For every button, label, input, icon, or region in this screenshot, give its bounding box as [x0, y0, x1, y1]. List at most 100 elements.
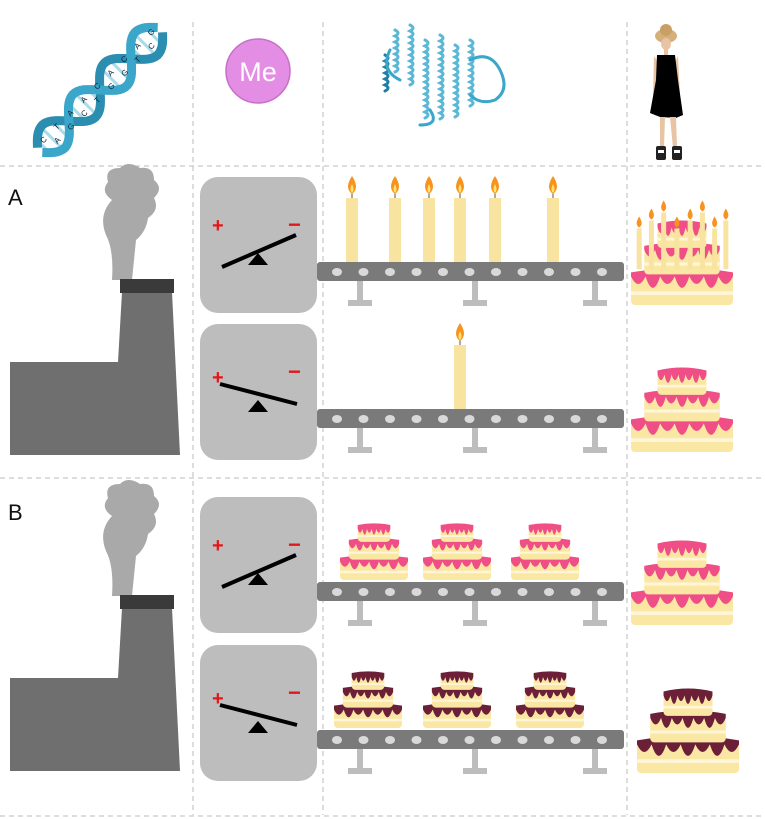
- conveyor-leg: [357, 748, 363, 772]
- row-A-high: +−: [200, 176, 733, 313]
- seesaw-beam: [219, 382, 298, 406]
- conveyor-roller: [464, 268, 475, 276]
- conveyor-roller: [544, 588, 554, 596]
- conveyor-roller: [385, 736, 395, 744]
- regulation-seesaw: +−: [200, 645, 317, 781]
- conveyor-foot: [463, 768, 487, 774]
- conveyor-foot: [348, 620, 372, 626]
- cake-candle: [661, 212, 667, 270]
- conveyor-foot: [348, 300, 372, 306]
- methyl-group-icon: Me: [225, 38, 291, 104]
- cake-candle: [636, 228, 642, 270]
- conveyor-roller: [597, 588, 607, 596]
- methyl-label: Me: [239, 57, 277, 87]
- cake-filling: [657, 557, 707, 561]
- cake-filling: [348, 551, 400, 554]
- cake-icing: [663, 688, 713, 704]
- candle-flame: [712, 216, 718, 228]
- cake-icing: [440, 671, 474, 683]
- cake-candle: [648, 220, 654, 270]
- cake-filling: [657, 384, 707, 388]
- conveyor-foot: [463, 620, 487, 626]
- cake-filling: [637, 759, 739, 763]
- conveyor-roller: [544, 415, 554, 423]
- minus-sign: −: [288, 359, 301, 384]
- cake-icing: [351, 671, 385, 683]
- candle-flame: [648, 208, 654, 220]
- conveyor-roller: [597, 736, 607, 744]
- conveyor-roller: [332, 415, 342, 423]
- minus-sign: −: [288, 680, 301, 705]
- dna-base-letter: A: [106, 67, 117, 78]
- conveyor-roller: [332, 736, 342, 744]
- seesaw-beam: [219, 703, 298, 727]
- dna-base-letter: C: [79, 108, 90, 119]
- dna-base-pair: [39, 125, 65, 151]
- cake-filling: [423, 718, 491, 722]
- cake-with-candles: [631, 200, 733, 305]
- row-A-low: +−: [200, 323, 733, 460]
- dna-base-letter: C: [119, 54, 130, 65]
- protein-helix: [406, 23, 415, 87]
- conveyor-roller: [517, 415, 528, 423]
- cake: [631, 540, 733, 625]
- candle-body: [346, 198, 358, 262]
- conveyor-roller: [332, 588, 342, 596]
- candle-flame-core: [458, 331, 462, 340]
- conveyor-foot: [583, 447, 607, 453]
- fulcrum: [248, 253, 268, 265]
- seesaw-box: [200, 177, 317, 313]
- candle: [489, 176, 501, 262]
- seesaw-beam: [221, 233, 297, 269]
- cake-filling: [631, 438, 733, 442]
- cake-icing: [440, 523, 474, 535]
- plus-sign: +: [212, 367, 224, 389]
- conveyor-roller: [411, 588, 422, 596]
- dna-base-pair: [132, 32, 158, 58]
- candle: [389, 176, 401, 262]
- candle-flame-core: [427, 184, 431, 193]
- cake-filling: [657, 237, 707, 241]
- cake-filling: [631, 611, 733, 615]
- conveyor-roller: [411, 736, 422, 744]
- cake-filling: [516, 718, 584, 722]
- conveyor-roller: [332, 268, 342, 276]
- candle: [423, 176, 435, 262]
- cake-filling: [351, 683, 385, 685]
- regulation-seesaw: +−: [200, 324, 317, 460]
- candle-body: [423, 198, 435, 262]
- candle-flame-core: [350, 184, 354, 193]
- conveyor-leg: [357, 600, 363, 624]
- conveyor-roller: [411, 268, 422, 276]
- conveyor-foot: [583, 768, 607, 774]
- candle: [454, 176, 466, 262]
- dna-base-pair: [73, 91, 99, 117]
- cake: [423, 671, 492, 728]
- cake-icing: [528, 523, 562, 535]
- conveyor-roller: [358, 268, 369, 276]
- conveyor-leg: [592, 600, 598, 624]
- candle-flame: [636, 216, 642, 228]
- cake-filling: [511, 570, 579, 574]
- conveyor-roller: [517, 268, 528, 276]
- cake-candle: [687, 220, 693, 270]
- cake: [516, 671, 585, 728]
- protein-structure-icon: [381, 23, 506, 127]
- cake-filling: [644, 262, 720, 266]
- dna-base-letter: A: [65, 108, 76, 119]
- dna-base-letter: A: [79, 94, 90, 105]
- regulation-seesaw: +−: [200, 497, 317, 633]
- candle-flame: [661, 200, 667, 212]
- conveyor-roller: [491, 268, 501, 276]
- cake-candle: [723, 220, 729, 270]
- conveyor-leg: [592, 427, 598, 451]
- cake-icing: [657, 367, 707, 383]
- panel-label-b: B: [8, 500, 23, 525]
- cake: [631, 367, 733, 452]
- conveyor-roller: [358, 415, 369, 423]
- dna-base-letter: C: [92, 81, 103, 92]
- cake-filling: [650, 730, 726, 734]
- conveyor-roller: [597, 268, 607, 276]
- candle-body: [454, 198, 466, 262]
